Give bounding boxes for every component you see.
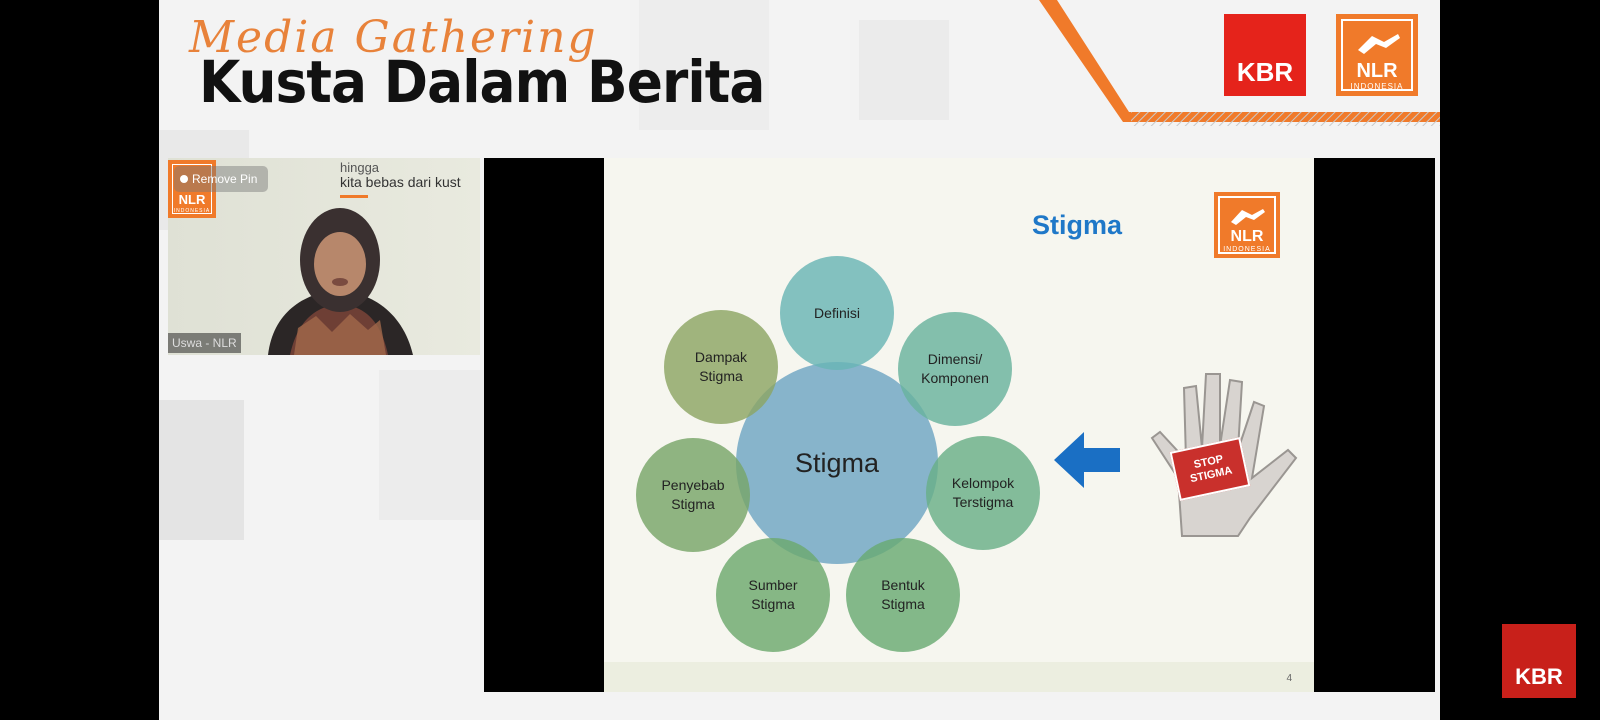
- kbr-logo-text: KBR: [1236, 57, 1294, 87]
- header-decoration: [1039, 0, 1440, 126]
- bg-tile: [859, 20, 949, 120]
- video-bg-underline: [340, 195, 368, 198]
- nlr-logo-subtext: INDONESIA: [1350, 82, 1404, 91]
- slide-footer-bar: [604, 662, 1314, 692]
- slide-nlr-logo: NLR INDONESIA: [1214, 192, 1280, 258]
- nlr-logo-small-text: NLR: [178, 192, 206, 207]
- diagram-node-kelompok: Kelompok Terstigma: [926, 436, 1040, 550]
- presenter-video: [268, 208, 413, 355]
- nlr-logo: NLR INDONESIA: [1336, 14, 1418, 96]
- nlr-logo-small-subtext: INDONESIA: [173, 208, 211, 214]
- node-label: Penyebab Stigma: [661, 477, 725, 512]
- node-label: Kelompok Terstigma: [951, 475, 1015, 510]
- node-label: Dimensi/ Komponen: [921, 351, 989, 386]
- slide-page-number: 4: [1286, 673, 1292, 684]
- bg-tile: [159, 400, 244, 540]
- slide-title: Stigma: [1032, 210, 1123, 240]
- node-label: Dampak Stigma: [694, 349, 748, 384]
- hands-icon: [1358, 34, 1400, 54]
- node-label: Bentuk Stigma: [881, 577, 925, 612]
- diagram-node-sumber: Sumber Stigma: [716, 538, 830, 652]
- diagram-node-bentuk: Bentuk Stigma: [846, 538, 960, 652]
- remove-pin-label: Remove Pin: [192, 172, 258, 186]
- node-label: Sumber Stigma: [748, 577, 798, 612]
- nlr-logo-text: NLR: [1356, 60, 1398, 82]
- event-subtitle: Media Gathering: [189, 12, 598, 63]
- participant-name: Uswa - NLR: [172, 336, 237, 350]
- diagram-node-penyebab: Penyebab Stigma: [636, 438, 750, 552]
- video-bg-text-2: kita bebas dari kust: [340, 174, 461, 190]
- video-bg-text-1: hingga: [340, 160, 380, 175]
- nlr-logo-small: NLR INDONESIA: [168, 160, 216, 218]
- stop-stigma-hand-image: STOP STIGMA: [1142, 368, 1302, 538]
- presentation-slide: Stigma NLR INDONESIA Stigma Definisi Dim…: [604, 158, 1314, 692]
- slide-nlr-logo-subtext: INDONESIA: [1223, 246, 1271, 253]
- bg-tile: [639, 0, 769, 130]
- diagram-node-dimensi: Dimensi/ Komponen: [898, 312, 1012, 426]
- pin-icon: [180, 175, 188, 183]
- participant-video-tile[interactable]: NLR INDONESIA Remove Pin hingga kita beb…: [168, 158, 480, 355]
- node-label: Definisi: [814, 304, 860, 321]
- arrow-left-icon: [1054, 432, 1120, 488]
- remove-pin-button[interactable]: Remove Pin: [174, 166, 268, 192]
- kbr-watermark-text: KBR: [1515, 664, 1563, 689]
- participant-name-tag: Uswa - NLR: [168, 333, 241, 353]
- event-title: Kusta Dalam Berita: [199, 48, 765, 116]
- hands-icon: [1231, 209, 1265, 225]
- diagram-center-label: Stigma: [794, 447, 880, 478]
- bg-tile: [379, 370, 489, 520]
- kbr-watermark-logo: KBR: [1502, 624, 1576, 698]
- slide-nlr-logo-text: NLR: [1230, 228, 1264, 245]
- diagram-node-definisi: Definisi: [780, 256, 894, 370]
- kbr-logo: KBR: [1224, 14, 1306, 96]
- diagram-node-dampak: Dampak Stigma: [664, 310, 778, 424]
